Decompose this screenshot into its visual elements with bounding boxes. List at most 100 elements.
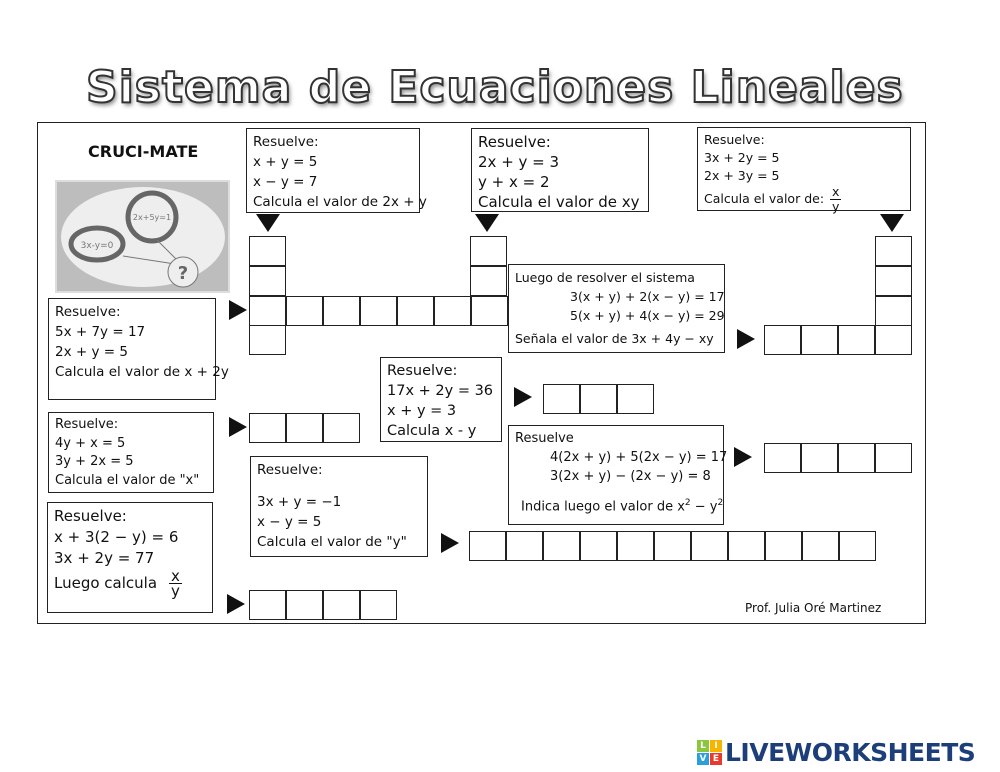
arrow-right-icon bbox=[229, 300, 247, 320]
answer-cell[interactable] bbox=[838, 325, 875, 355]
answer-cell[interactable] bbox=[360, 590, 397, 620]
clue-line: x + 3(2 − y) = 6 bbox=[54, 528, 179, 546]
clue-line: Indica luego el valor de x bbox=[521, 499, 685, 515]
brand-name: LIVEWORKSHEETS bbox=[725, 738, 976, 767]
answer-cell[interactable] bbox=[838, 443, 875, 473]
answer-cell[interactable] bbox=[764, 443, 801, 473]
arrow-down-icon bbox=[880, 214, 904, 232]
answer-cell[interactable] bbox=[323, 296, 360, 326]
fraction-numerator: x bbox=[830, 184, 842, 200]
answer-cell[interactable] bbox=[875, 266, 912, 296]
answer-cell[interactable] bbox=[506, 531, 543, 561]
clue-line: Calcula x - y bbox=[387, 423, 477, 439]
answer-cell[interactable] bbox=[286, 413, 323, 443]
clue-heading: Luego de resolver el sistema bbox=[515, 270, 695, 285]
clue-3: Resuelve: 3x + 2y = 5 2x + 3y = 5 Calcul… bbox=[697, 127, 911, 214]
clue-line: 3(x + y) + 2(x − y) = 17 bbox=[570, 289, 725, 304]
answer-cell[interactable] bbox=[617, 384, 654, 414]
clue-line: y + x = 2 bbox=[478, 173, 550, 191]
answer-cell[interactable] bbox=[471, 296, 508, 326]
answer-cell[interactable] bbox=[543, 531, 580, 561]
clue-line: x − y = 5 bbox=[257, 514, 322, 530]
answer-cell[interactable] bbox=[323, 590, 360, 620]
answer-cell[interactable] bbox=[801, 325, 838, 355]
answer-cell[interactable] bbox=[654, 531, 691, 561]
clue-6: Resuelve: 17x + 2y = 36 x + y = 3 Calcul… bbox=[380, 357, 502, 442]
clue-8: Resuelve 4(2x + y) + 5(2x − y) = 17 3(2x… bbox=[508, 425, 728, 525]
clue-line: 17x + 2y = 36 bbox=[387, 383, 494, 399]
brand-logo: L I V E LIVEWORKSHEETS bbox=[697, 738, 976, 767]
answer-cell[interactable] bbox=[470, 266, 507, 296]
answer-cell[interactable] bbox=[249, 266, 286, 296]
answer-cell[interactable] bbox=[543, 384, 580, 414]
answer-cell[interactable] bbox=[728, 531, 765, 561]
answer-cell[interactable] bbox=[286, 590, 323, 620]
answer-cell[interactable] bbox=[691, 531, 728, 561]
answer-cell[interactable] bbox=[249, 325, 286, 355]
answer-cell[interactable] bbox=[397, 296, 434, 326]
answer-cell[interactable] bbox=[434, 296, 471, 326]
clue-line: Calcula el valor de: bbox=[704, 191, 825, 206]
answer-cell[interactable] bbox=[286, 296, 323, 326]
clue-line: Calcula el valor de 2x + y bbox=[253, 194, 427, 210]
answer-cell[interactable] bbox=[839, 531, 876, 561]
answer-cell[interactable] bbox=[470, 236, 507, 266]
arrow-right-icon bbox=[737, 329, 755, 349]
fraction-denominator: y bbox=[832, 199, 840, 214]
clue-heading: Resuelve: bbox=[478, 133, 551, 151]
answer-cell[interactable] bbox=[875, 236, 912, 266]
clue-5: Resuelve: 5x + 7y = 17 2x + y = 5 Calcul… bbox=[48, 298, 229, 400]
logo-tiles-icon: L I V E bbox=[697, 740, 722, 765]
clue-heading: Resuelve: bbox=[257, 462, 323, 478]
clue-line: Señala el valor de 3x + 4y − xy bbox=[515, 331, 714, 346]
clue-line: x + y = 3 bbox=[387, 403, 457, 419]
answer-cell[interactable] bbox=[580, 531, 617, 561]
clue-heading: Resuelve: bbox=[704, 132, 765, 147]
answer-cell[interactable] bbox=[360, 296, 397, 326]
clue-heading: Resuelve: bbox=[253, 134, 319, 150]
arrow-right-icon bbox=[441, 533, 459, 553]
clue-line: Calcula el valor de "y" bbox=[257, 534, 407, 550]
arrow-right-icon bbox=[514, 387, 532, 407]
answer-cell[interactable] bbox=[802, 531, 839, 561]
answer-cell[interactable] bbox=[764, 325, 801, 355]
clue-line: 2x + y = 3 bbox=[478, 153, 560, 171]
diagram-eq1: 2x+5y=1 bbox=[133, 213, 171, 222]
clue-1: Resuelve: x + y = 5 x − y = 7 Calcula el… bbox=[246, 128, 427, 213]
answer-cell[interactable] bbox=[801, 443, 838, 473]
clue-heading: Resuelve: bbox=[55, 417, 119, 432]
equations-diagram-icon: 2x+5y=1 3x-y=0 ? bbox=[61, 187, 225, 288]
arrow-down-icon bbox=[475, 214, 499, 232]
clue-line: 3(2x + y) − (2x − y) = 8 bbox=[550, 469, 711, 484]
clue-line: Calcula el valor de "x" bbox=[55, 472, 200, 488]
answer-cell[interactable] bbox=[875, 296, 912, 326]
answer-cell[interactable] bbox=[249, 590, 286, 620]
clue-10: Resuelve: x + 3(2 − y) = 6 3x + 2y = 77 … bbox=[47, 502, 213, 613]
clue-line: Calcula el valor de x + 2y bbox=[55, 364, 229, 380]
answer-cell[interactable] bbox=[617, 531, 654, 561]
answer-cell[interactable] bbox=[875, 325, 912, 355]
worksheet-title: Sistema de Ecuaciones Lineales bbox=[85, 61, 904, 114]
answer-cell[interactable] bbox=[765, 531, 802, 561]
clue-heading: Resuelve: bbox=[54, 507, 127, 525]
clue-line: x − y = 7 bbox=[253, 174, 318, 190]
logo-tile: L bbox=[697, 740, 709, 752]
clue-line: 3y + 2x = 5 bbox=[55, 454, 134, 469]
answer-cell[interactable] bbox=[249, 296, 286, 326]
fraction-numerator: x bbox=[169, 567, 182, 585]
answer-cell[interactable] bbox=[580, 384, 617, 414]
answer-cell[interactable] bbox=[249, 413, 286, 443]
clue-heading: Resuelve bbox=[515, 431, 574, 446]
answer-cell[interactable] bbox=[323, 413, 360, 443]
answer-cell[interactable] bbox=[469, 531, 506, 561]
clue-line: 5x + 7y = 17 bbox=[55, 324, 146, 340]
answer-cell[interactable] bbox=[875, 443, 912, 473]
answer-cell[interactable] bbox=[249, 236, 286, 266]
worksheet-frame bbox=[37, 122, 926, 624]
clue-line: 4(2x + y) + 5(2x − y) = 17 bbox=[550, 450, 728, 465]
logo-tile: E bbox=[710, 753, 722, 765]
diagram-question: ? bbox=[178, 263, 188, 284]
clue-line: 2x + 3y = 5 bbox=[704, 168, 780, 183]
logo-tile: V bbox=[697, 753, 709, 765]
